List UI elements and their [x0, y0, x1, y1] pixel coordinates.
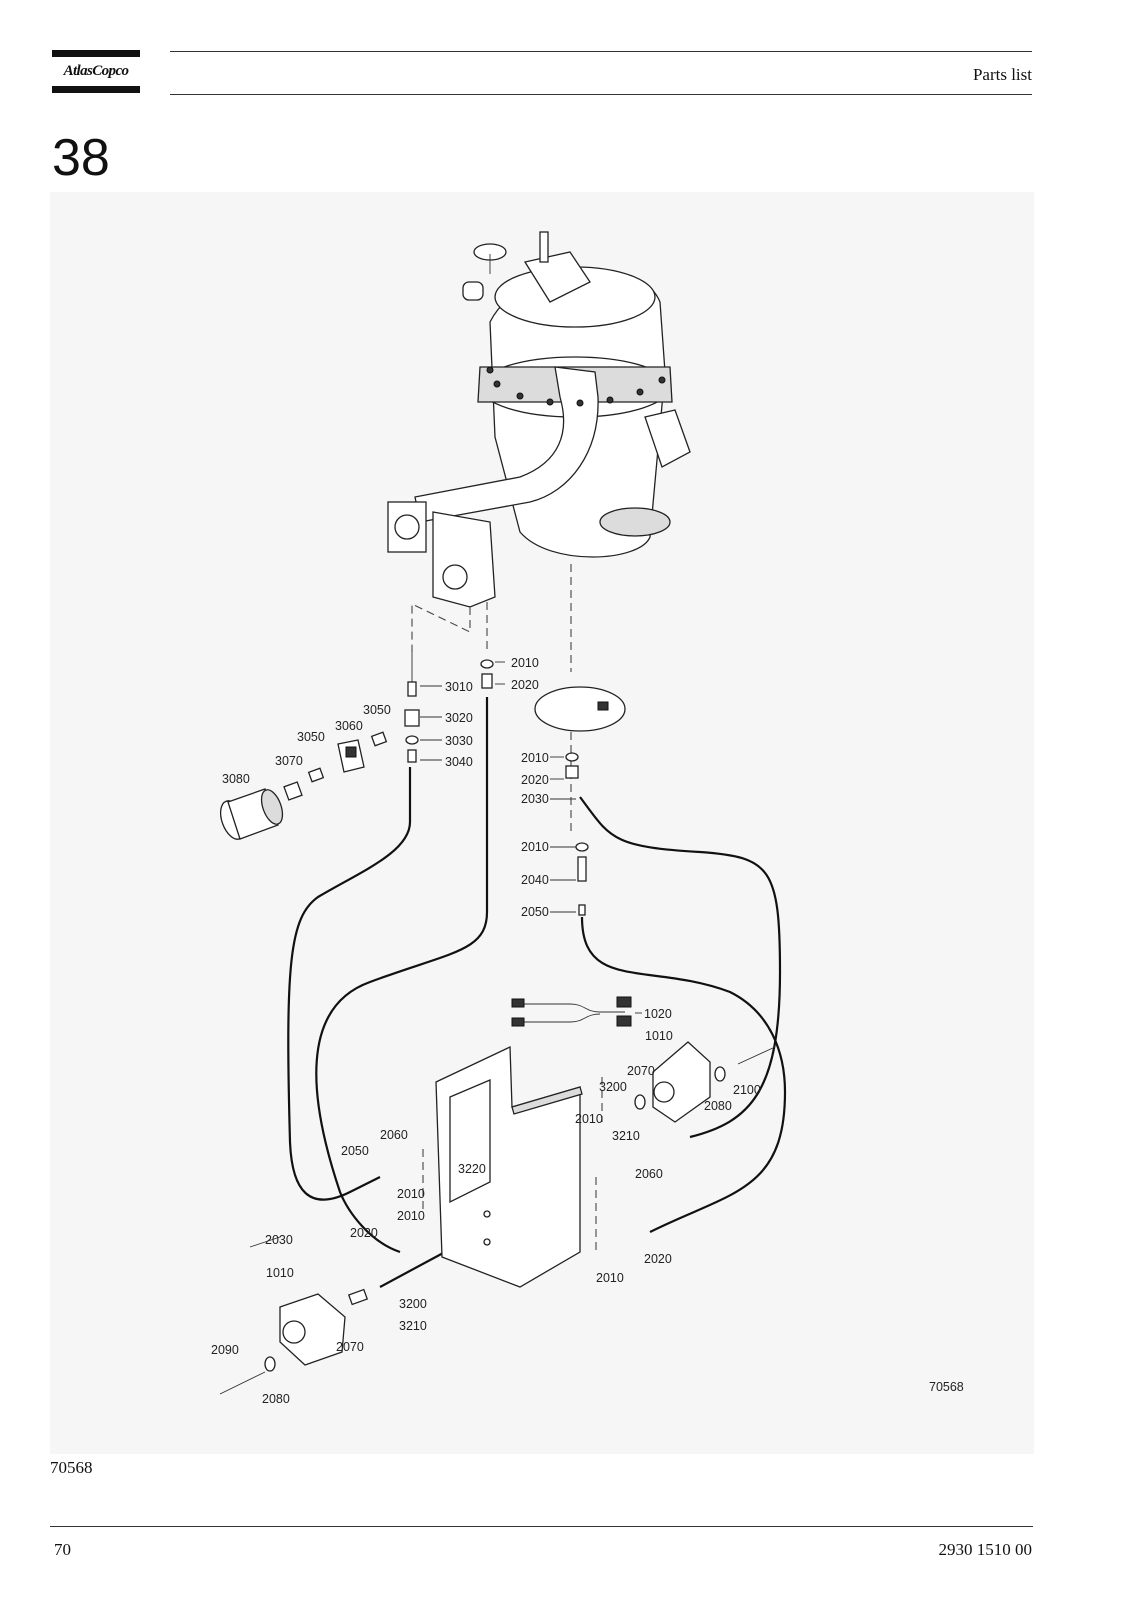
- header-title: Parts list: [972, 65, 1032, 84]
- wiring-harness: [511, 996, 632, 1027]
- part-label: 3210: [612, 1129, 640, 1143]
- part-label: 2090: [211, 1343, 239, 1357]
- document-number: 2930 1510 00: [938, 1540, 1033, 1559]
- part-label: 2020: [350, 1226, 378, 1240]
- part-label: 2060: [635, 1167, 663, 1181]
- mounting-bracket: [435, 1045, 583, 1288]
- part-label: 2030: [265, 1233, 293, 1247]
- header-rule-bottom: [170, 94, 1032, 95]
- part-label: 2080: [262, 1392, 290, 1406]
- section-number: 38: [52, 129, 110, 187]
- part-label: 2050: [341, 1144, 369, 1158]
- part-label: 2010: [397, 1187, 425, 1201]
- figure-caption-id: 70568: [50, 1458, 93, 1477]
- separator-tank: [387, 231, 691, 608]
- part-number-labels: 2010 2020 3010 3020 3030 3040 3050 3060 …: [211, 656, 964, 1406]
- part-label: 2010: [521, 751, 549, 765]
- pump-units: [219, 1041, 776, 1395]
- diagram-canvas: 2010 2020 3010 3020 3030 3040 3050 3060 …: [211, 231, 964, 1406]
- part-label: 1010: [266, 1266, 294, 1280]
- part-label: 2020: [511, 678, 539, 692]
- part-label: 3050: [297, 730, 325, 744]
- leader-lines: [249, 661, 642, 1248]
- part-label: 2060: [380, 1128, 408, 1142]
- part-label: 3200: [599, 1080, 627, 1094]
- part-label: 2100: [733, 1083, 761, 1097]
- filter-and-valves: [219, 652, 626, 916]
- part-label: 2020: [644, 1252, 672, 1266]
- part-label: 2010: [521, 840, 549, 854]
- part-label: 3210: [399, 1319, 427, 1333]
- part-label: 2010: [397, 1209, 425, 1223]
- part-label: 3050: [363, 703, 391, 717]
- figure-corner-id: 70568: [929, 1380, 964, 1394]
- part-label: 2010: [575, 1112, 603, 1126]
- part-label: 2050: [521, 905, 549, 919]
- part-label: 2030: [521, 792, 549, 806]
- part-label: 1010: [645, 1029, 673, 1043]
- part-label: 2010: [511, 656, 539, 670]
- part-label: 2040: [521, 873, 549, 887]
- part-label: 3220: [458, 1162, 486, 1176]
- logo-bar-top: [52, 50, 140, 57]
- part-label: 2020: [521, 773, 549, 787]
- part-label: 2080: [704, 1099, 732, 1113]
- atlas-copco-logo: AtlasCopco: [52, 50, 140, 93]
- header-rule-top: [170, 51, 1032, 52]
- part-label: 2070: [336, 1340, 364, 1354]
- part-label: 3010: [445, 680, 473, 694]
- logo-wordmark: AtlasCopco: [63, 63, 129, 79]
- part-label: 3020: [445, 711, 473, 725]
- part-label: 2010: [596, 1271, 624, 1285]
- part-label: 3070: [275, 754, 303, 768]
- footer-rule: [50, 1526, 1033, 1527]
- part-label: 3030: [445, 734, 473, 748]
- part-label: 3200: [399, 1297, 427, 1311]
- part-label: 1020: [644, 1007, 672, 1021]
- part-label: 2070: [627, 1064, 655, 1078]
- logo-bar-bottom: [52, 86, 140, 93]
- part-label: 3080: [222, 772, 250, 786]
- assembly-guide-lines: [411, 564, 603, 1252]
- page-number: 70: [54, 1540, 71, 1559]
- exploded-parts-diagram: 2010 2020 3010 3020 3030 3040 3050 3060 …: [50, 192, 1034, 1454]
- part-label: 3060: [335, 719, 363, 733]
- part-label: 3040: [445, 755, 473, 769]
